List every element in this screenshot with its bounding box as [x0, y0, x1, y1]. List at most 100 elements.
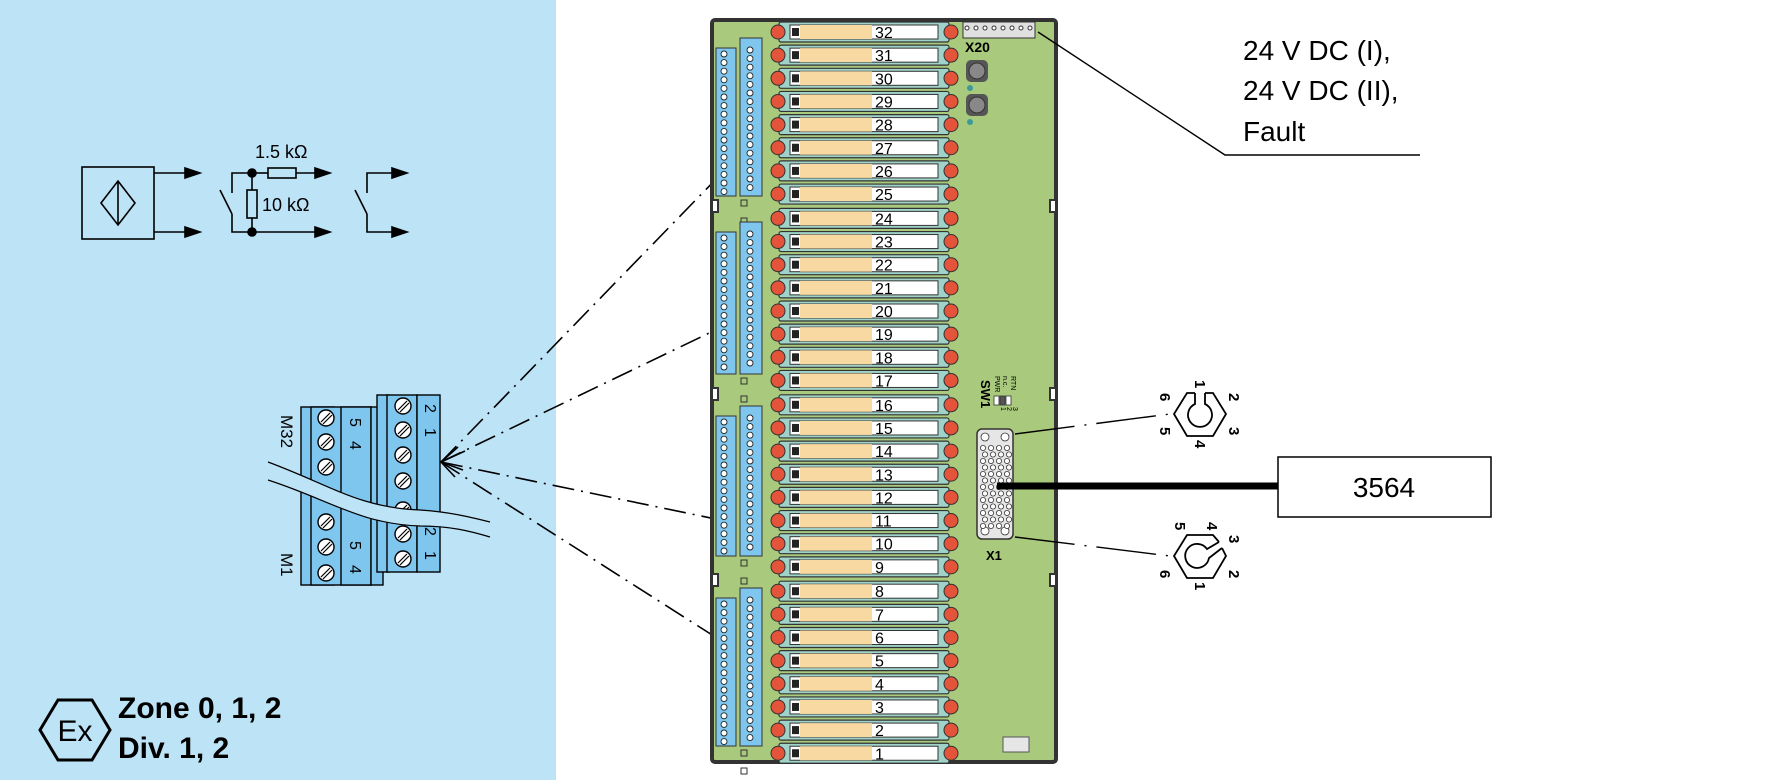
terminal-screw — [746, 123, 754, 131]
io-module[interactable]: 14 — [770, 440, 959, 462]
module-number: 24 — [875, 211, 893, 228]
io-module[interactable]: 28 — [770, 113, 959, 136]
io-module[interactable]: 31 — [770, 44, 959, 66]
io-module[interactable]: 27 — [770, 137, 959, 159]
io-module[interactable]: 11 — [770, 509, 959, 532]
terminal-screw — [746, 543, 754, 551]
io-module[interactable]: 12 — [770, 486, 959, 508]
module-led-left — [770, 280, 786, 296]
io-module[interactable]: 25 — [770, 183, 959, 205]
x1-pin — [980, 457, 987, 464]
module-led-left — [770, 676, 786, 692]
io-module[interactable]: 6 — [770, 626, 959, 649]
x1-guide-hole — [980, 432, 990, 442]
io-module[interactable]: 21 — [770, 277, 959, 299]
io-module[interactable]: 23 — [770, 230, 959, 253]
x1-connector[interactable] — [976, 428, 1014, 540]
terminal-strip-a — [715, 415, 737, 557]
x1-pin — [982, 451, 989, 458]
io-module[interactable]: 17 — [770, 369, 959, 392]
module-led-right — [943, 70, 959, 86]
pin-top-6: 6 — [1156, 393, 1173, 401]
screw-slot — [320, 412, 331, 423]
io-module[interactable]: 32 — [770, 21, 959, 43]
x20-connector[interactable] — [962, 21, 1036, 39]
terminal-label-m1: M1 — [277, 553, 296, 577]
module-number: 16 — [875, 398, 893, 415]
target-box[interactable]: 3564 — [1277, 456, 1492, 518]
io-module[interactable]: 9 — [770, 556, 959, 578]
terminal-screw — [720, 145, 728, 153]
module-label-strip — [800, 467, 872, 482]
io-module[interactable]: 18 — [770, 346, 959, 368]
terminal-screw — [746, 725, 754, 733]
io-module[interactable]: 26 — [770, 160, 959, 182]
io-module[interactable]: 13 — [770, 463, 959, 485]
io-module[interactable]: 29 — [770, 90, 959, 113]
screw-icon — [317, 538, 335, 556]
terminal-screw — [746, 648, 754, 656]
terminal-screw — [720, 600, 728, 608]
x1-pin — [1004, 457, 1011, 464]
module-led-right — [943, 676, 959, 692]
board-notch-left — [711, 199, 719, 213]
terminal-screw — [746, 708, 754, 716]
module-number: 3 — [875, 700, 884, 717]
x20-pin — [1009, 25, 1015, 31]
terminal-screw — [746, 673, 754, 681]
module-label-strip — [800, 373, 872, 388]
terminal-screw — [746, 342, 754, 350]
io-module[interactable]: 8 — [770, 580, 959, 602]
module-led-left — [770, 326, 786, 342]
module-label-strip — [800, 163, 872, 178]
io-module[interactable]: 24 — [770, 207, 959, 229]
terminal-screw — [720, 418, 728, 426]
io-module[interactable]: 22 — [770, 254, 959, 276]
io-module[interactable]: 30 — [770, 67, 959, 89]
module-led-left — [770, 443, 786, 459]
module-number: 28 — [875, 118, 893, 135]
module-number: 8 — [875, 584, 884, 601]
status-line-3: Fault — [1243, 116, 1305, 147]
board-terminal-strip — [715, 405, 763, 585]
io-module[interactable]: 7 — [770, 603, 959, 625]
terminal-screw — [720, 329, 728, 337]
io-module[interactable]: 4 — [770, 673, 959, 695]
module-label-strip — [800, 140, 872, 155]
zone-label: Zone 0, 1, 2 — [118, 692, 281, 725]
screw-slot — [320, 516, 331, 527]
io-module[interactable]: 3 — [770, 696, 959, 718]
terminal-screw — [720, 260, 728, 268]
sw1-switch[interactable] — [993, 395, 1012, 406]
module-label-strip — [800, 257, 872, 272]
io-module[interactable]: 15 — [770, 417, 959, 439]
module-led-right — [943, 47, 959, 63]
x1-pin — [980, 470, 987, 477]
screw-head — [317, 409, 335, 427]
pin-bottom-5: 5 — [1171, 522, 1188, 530]
pin-bottom-2: 2 — [1225, 570, 1242, 578]
io-module[interactable]: 10 — [770, 533, 959, 555]
io-module[interactable]: 19 — [770, 323, 959, 345]
module-number: 15 — [875, 421, 893, 438]
terminal-screw — [746, 474, 754, 482]
screw-icon — [317, 409, 335, 427]
module-led-right — [943, 583, 959, 599]
terminal-screw — [746, 273, 754, 281]
x1-pin — [980, 523, 987, 530]
module-led-right — [943, 745, 959, 761]
terminal-screw — [746, 491, 754, 499]
screw-slot — [320, 461, 331, 472]
io-module[interactable]: 16 — [770, 394, 959, 416]
io-module[interactable]: 1 — [770, 742, 959, 764]
terminal-screw — [746, 699, 754, 707]
io-module[interactable]: 5 — [770, 650, 959, 672]
x1-pin — [990, 503, 997, 510]
module-led-left — [770, 397, 786, 413]
io-module[interactable]: 20 — [770, 300, 959, 322]
terminal-screw — [720, 547, 728, 555]
module-number: 9 — [875, 560, 884, 577]
x1-pin — [998, 464, 1005, 471]
screw-icon — [394, 397, 412, 415]
io-module[interactable]: 2 — [770, 719, 959, 741]
